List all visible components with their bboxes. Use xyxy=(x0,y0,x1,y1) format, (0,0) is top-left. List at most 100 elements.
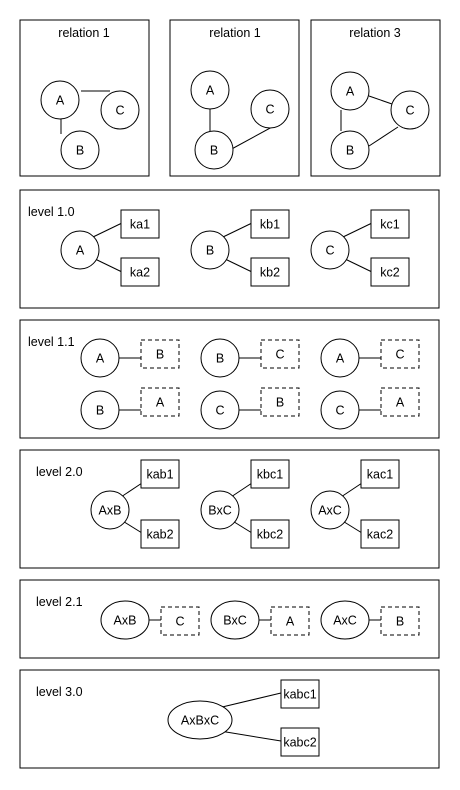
node-a xyxy=(80,338,120,378)
node-label: AxC xyxy=(318,504,342,518)
edge-b-c xyxy=(368,126,399,147)
ref-box-c xyxy=(380,339,420,369)
node-axb xyxy=(90,490,130,530)
node-bxc xyxy=(210,600,260,640)
key-box-kbc1 xyxy=(250,459,290,489)
ref-label: A xyxy=(396,396,405,410)
node-a xyxy=(60,230,100,270)
group-bxc: BxC kbc1 kbc2 xyxy=(200,459,290,549)
node-b xyxy=(330,130,370,170)
node-label: A xyxy=(76,244,85,258)
edge-lower xyxy=(342,257,373,273)
panel-title: level 1.0 xyxy=(28,205,75,219)
group-axb: AxB kab1 kab2 xyxy=(90,459,180,549)
group-b: B kb1 kb2 xyxy=(190,209,290,287)
key-box-kc1 xyxy=(370,209,410,239)
key-label: kc2 xyxy=(380,266,400,280)
node-label: B xyxy=(206,244,214,258)
edge-upper xyxy=(230,482,253,498)
node-label: AxB xyxy=(114,614,137,628)
key-label: kac1 xyxy=(367,468,393,482)
edge-upper xyxy=(92,222,123,238)
pair-b-c: B C xyxy=(200,338,300,378)
ref-box-a xyxy=(140,387,180,417)
node-c xyxy=(200,390,240,430)
node-c xyxy=(100,90,140,130)
key-box-kabc2 xyxy=(280,727,320,757)
node-label: AxBxC xyxy=(181,714,219,728)
ref-box-b xyxy=(260,387,300,417)
key-box-kab2 xyxy=(140,519,180,549)
panel-title: level 1.1 xyxy=(28,335,75,349)
ref-label: C xyxy=(275,348,284,362)
node-b-label: B xyxy=(210,144,218,158)
node-b-label: B xyxy=(346,144,354,158)
edge-upper xyxy=(120,482,143,498)
edge-upper xyxy=(217,692,282,709)
level-1-0-panel: level 1.0 A ka1 ka2 B kb1 kb2 C xyxy=(19,189,440,309)
panel-title: level 2.0 xyxy=(36,465,83,479)
ref-label: B xyxy=(276,396,284,410)
ref-label: A xyxy=(156,396,165,410)
relation-panel-3: relation 3 A C B xyxy=(310,19,441,177)
edge-a-c xyxy=(368,95,393,105)
ref-label: A xyxy=(286,615,295,629)
node-b-label: B xyxy=(76,144,84,158)
node-b xyxy=(190,230,230,270)
node-b xyxy=(194,130,234,170)
key-box-ka2 xyxy=(120,257,160,287)
panel-title: level 3.0 xyxy=(36,685,83,699)
pair-axb-c: AxB C xyxy=(100,600,200,640)
panel-title: relation 1 xyxy=(58,26,109,40)
node-c-label: C xyxy=(405,104,414,118)
pair-a-c: A C xyxy=(320,338,420,378)
edge-upper xyxy=(222,222,253,238)
level-3-0-panel: level 3.0 AxBxC kabc1 kabc2 xyxy=(19,669,440,769)
node-label: B xyxy=(96,404,104,418)
key-box-ka1 xyxy=(120,209,160,239)
node-label: AxB xyxy=(99,504,122,518)
node-label: BxC xyxy=(223,614,247,628)
ref-box-b xyxy=(140,339,180,369)
node-b xyxy=(60,130,100,170)
group-c: C kc1 kc2 xyxy=(310,209,410,287)
edge-lower xyxy=(92,257,123,273)
ref-box-a xyxy=(380,387,420,417)
ref-label: C xyxy=(395,348,404,362)
group-a: A ka1 ka2 xyxy=(60,209,160,287)
group-axc: AxC kac1 kac2 xyxy=(310,459,400,549)
level-2-1-panel: level 2.1 AxB C BxC A AxC B xyxy=(19,579,440,659)
key-label: kc1 xyxy=(380,218,400,232)
panel-title: relation 1 xyxy=(209,26,260,40)
key-label: kac2 xyxy=(367,528,393,542)
node-a xyxy=(330,71,370,111)
node-a xyxy=(320,338,360,378)
ref-box-b xyxy=(380,606,420,636)
key-label: kabc1 xyxy=(283,688,316,702)
node-c xyxy=(390,90,430,130)
key-label: kabc2 xyxy=(283,736,316,750)
node-a-label: A xyxy=(346,85,355,99)
pair-axc-b: AxC B xyxy=(320,600,420,640)
edge-upper xyxy=(340,482,363,498)
ref-label: B xyxy=(396,615,404,629)
level-2-0-panel: level 2.0 AxB kab1 kab2 BxC kbc1 kbc2 A xyxy=(19,449,440,569)
node-label: AxC xyxy=(333,614,357,628)
key-box-kbc2 xyxy=(250,519,290,549)
node-bxc xyxy=(200,490,240,530)
node-c xyxy=(320,390,360,430)
relation-panel-1: relation 1 A C B xyxy=(19,19,150,177)
key-label: kbc1 xyxy=(257,468,283,482)
pair-c-b: C B xyxy=(200,387,300,430)
node-axb xyxy=(100,600,150,640)
pair-b-a: B A xyxy=(80,387,180,430)
node-c xyxy=(250,89,290,129)
ref-box-c xyxy=(260,339,300,369)
node-label: BxC xyxy=(208,504,232,518)
key-box-kb2 xyxy=(250,257,290,287)
key-label: ka2 xyxy=(130,266,150,280)
key-box-kab1 xyxy=(140,459,180,489)
node-a-label: A xyxy=(56,94,65,108)
key-label: kab1 xyxy=(146,468,173,482)
node-c-label: C xyxy=(115,104,124,118)
